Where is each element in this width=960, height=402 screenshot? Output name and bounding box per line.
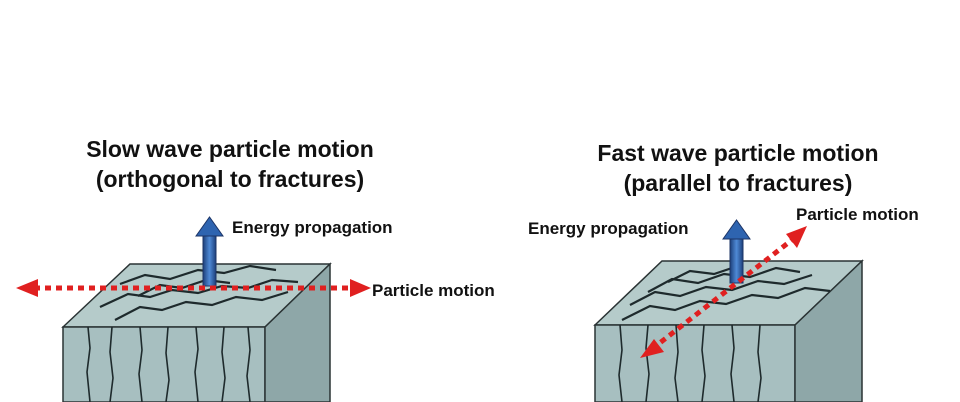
right-panel-title: Fast wave particle motion (parallel to f… [528,138,948,198]
right-title-line2: (parallel to fractures) [623,170,853,196]
right-front-fractures [618,324,762,402]
left-panel-title: Slow wave particle motion (orthogonal to… [20,134,440,194]
left-particle-motion-label: Particle motion [372,281,495,300]
left-energy-arrow [195,216,224,287]
right-energy-arrow [722,219,751,284]
right-block-front-face [594,324,796,402]
left-block-side-face [264,262,331,402]
right-top-fractures [621,264,831,321]
left-energy-propagation-label: Energy propagation [232,218,393,237]
right-block-side-face [794,259,863,402]
right-rock-block [593,259,864,402]
right-title-line1: Fast wave particle motion [597,140,879,166]
left-title-line1: Slow wave particle motion [86,136,374,162]
left-block-front-face [62,326,266,402]
left-rock-block [61,262,332,402]
left-particle-motion-arrow [16,279,371,297]
right-energy-propagation-label: Energy propagation [528,219,689,238]
right-particle-motion-arrow [640,226,807,358]
left-title-line2: (orthogonal to fractures) [95,166,365,192]
right-particle-motion-label: Particle motion [796,205,919,224]
left-front-fractures [86,326,251,402]
